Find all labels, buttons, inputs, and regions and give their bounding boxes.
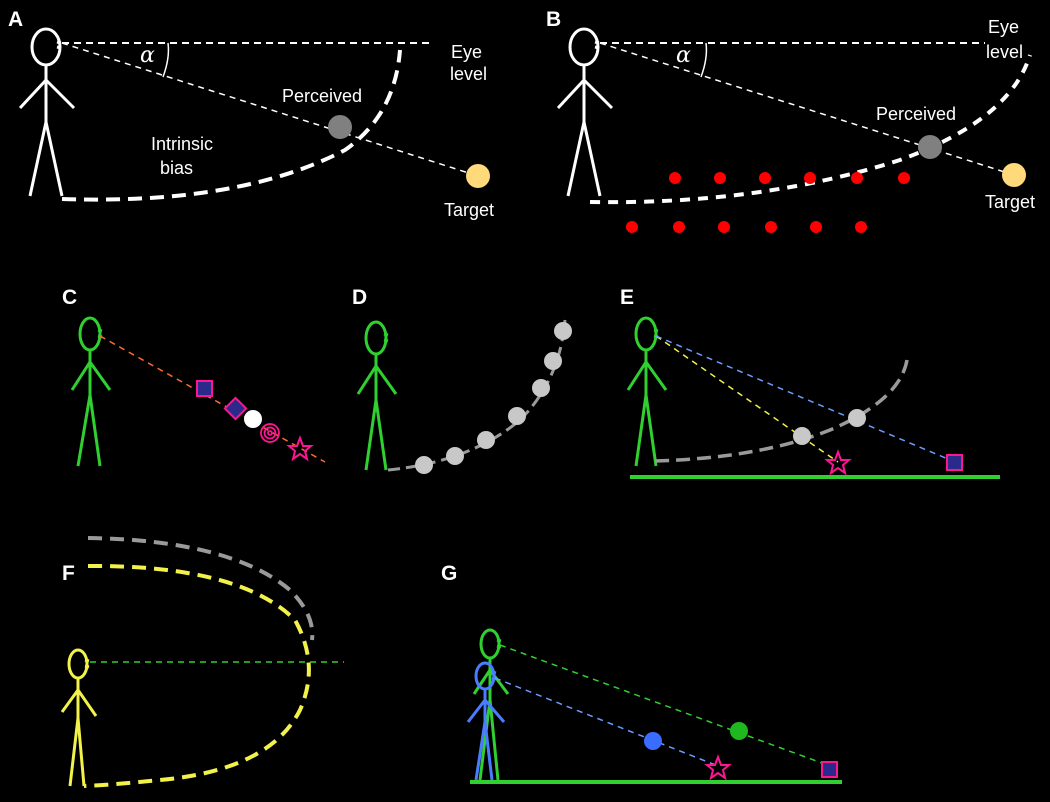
spiral-target-c (260, 423, 280, 443)
observer-figure-d (356, 320, 398, 471)
perceived-dot (544, 352, 562, 370)
square-target-g (821, 761, 838, 778)
bias-label-a: bias (160, 158, 193, 178)
perceived-dot-blue-g (644, 732, 662, 750)
perceived-dots-d (415, 322, 572, 474)
perceived-dot (477, 431, 495, 449)
texture-dot (810, 221, 822, 233)
target-dot-b (1002, 163, 1026, 187)
bias-curve-e (654, 359, 909, 463)
observer-figure-f (60, 648, 98, 787)
panel-label-e: E (620, 286, 634, 309)
panel-d: D (352, 286, 572, 474)
panel-g: G (441, 562, 842, 784)
panel-label-a: A (8, 8, 23, 31)
line-of-sight-a (61, 42, 479, 177)
line-of-sight-c (99, 335, 326, 463)
star-target-g (704, 754, 732, 781)
observer-figure-g-green (472, 628, 510, 781)
panel-label-c: C (62, 286, 77, 309)
intrinsic-label-a: Intrinsic (151, 134, 213, 154)
texture-dot (669, 172, 681, 184)
texture-dot (804, 172, 816, 184)
observer-figure-g-blue (466, 661, 506, 781)
texture-dot (855, 221, 867, 233)
panel-a: A α Eye level Perceived Intrinsic bias T… (8, 8, 494, 220)
target-label-a: Target (444, 200, 494, 220)
perceived-dot-green-g (730, 722, 748, 740)
panel-e: E (620, 286, 1000, 479)
level-label-b: level (986, 42, 1023, 62)
level-label-a: level (450, 64, 487, 84)
diamond-target-c (223, 396, 248, 421)
star-target-c (286, 435, 314, 462)
eye-label-a: Eye (451, 42, 482, 62)
intrinsic-bias-curve-a (61, 49, 402, 202)
texture-dot (714, 172, 726, 184)
perceived-dot-b (918, 135, 942, 159)
perceived-dot (446, 447, 464, 465)
observer-figure-b (556, 27, 614, 197)
perceived-dot (554, 322, 572, 340)
line-of-sight-green-g (499, 644, 831, 767)
panel-label-f: F (62, 562, 75, 585)
yellow-curve-f (83, 563, 311, 788)
angle-arc-a (162, 42, 170, 78)
panel-c: C (62, 286, 326, 467)
texture-dot (673, 221, 685, 233)
panel-label-g: G (441, 562, 457, 585)
panel-label-b: B (546, 8, 561, 31)
line-of-sight-blue-g (494, 677, 719, 767)
eye-label-b: Eye (988, 17, 1019, 37)
gray-curve-f (87, 536, 315, 641)
observer-figure-e (626, 316, 668, 467)
star-target-e (824, 449, 852, 476)
texture-dots-b (626, 172, 910, 233)
perceived-dot (532, 379, 550, 397)
perceived-label-a: Perceived (282, 86, 362, 106)
observer-figure-a (18, 27, 76, 197)
intrinsic-bias-curve-b (589, 54, 1032, 205)
square-target-c (196, 380, 213, 397)
panel-b: B α (546, 8, 1035, 233)
panel-label-d: D (352, 286, 367, 309)
texture-dot (718, 221, 730, 233)
target-dot-a (466, 164, 490, 188)
alpha-label-b: α (676, 43, 691, 68)
circle-target-c (244, 410, 262, 428)
texture-dot (765, 221, 777, 233)
line-of-sight-yellow-e (655, 335, 839, 463)
perceived-dot-e2 (848, 409, 866, 427)
perceived-dot (415, 456, 433, 474)
texture-dot (898, 172, 910, 184)
perceived-dot (508, 407, 526, 425)
texture-dot (759, 172, 771, 184)
observer-figure-c (70, 316, 112, 467)
perceived-label-b: Perceived (876, 104, 956, 124)
perceived-dot-e1 (793, 427, 811, 445)
perceived-dot-a (328, 115, 352, 139)
square-target-e (946, 454, 963, 471)
texture-dot (626, 221, 638, 233)
alpha-label-a: α (140, 43, 155, 68)
texture-dot (851, 172, 863, 184)
angle-arc-b (700, 42, 708, 78)
target-label-b: Target (985, 192, 1035, 212)
panel-f: F (60, 536, 344, 788)
